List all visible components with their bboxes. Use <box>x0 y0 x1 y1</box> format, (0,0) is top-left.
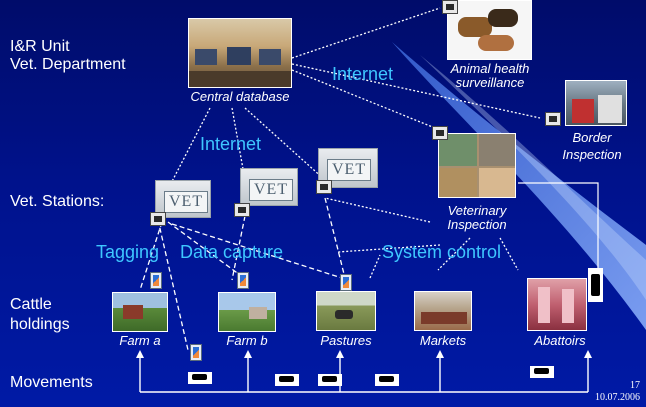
slide-date: 10.07.2006 <box>595 392 640 403</box>
vet-station-monitor-icon-1 <box>150 212 166 226</box>
tagging-label: Tagging <box>96 242 160 262</box>
border-caption-2: Inspection <box>562 147 622 162</box>
control-links <box>324 197 519 279</box>
vet-station-sign-2: VET <box>240 168 298 206</box>
abattoirs-caption: Abattoirs <box>534 333 586 348</box>
internet-label-top: Internet <box>332 64 394 84</box>
vet-department-label: Vet. Department <box>10 56 126 73</box>
farm-b-image <box>218 292 276 332</box>
vet-station-sign-text: VET <box>327 159 372 181</box>
cow-icon <box>318 374 342 386</box>
vet-station-monitor-icon-2 <box>234 203 250 217</box>
ear-tag-icon <box>340 274 352 291</box>
movement-arrowheads <box>136 350 592 358</box>
ear-tag-icon <box>150 272 162 289</box>
abattoirs-image <box>527 278 587 331</box>
border-caption-1: Border <box>572 130 612 145</box>
vet-station-sign-text: VET <box>164 191 209 213</box>
movements-label: Movements <box>10 374 93 391</box>
markets-caption: Markets <box>419 333 467 348</box>
vet-station-sign-text: VET <box>249 179 294 201</box>
system-control-label: System control <box>382 242 502 262</box>
animal-health-image <box>447 0 532 60</box>
vet-station-sign-1: VET <box>155 180 211 218</box>
vet-station-monitor-icon-3 <box>316 180 332 194</box>
page-number: 17 <box>630 380 640 391</box>
tagging-links <box>139 197 346 351</box>
border-monitor-icon <box>545 112 561 126</box>
cow-icon <box>530 366 554 378</box>
markets-image <box>414 291 472 331</box>
border-inspection-image <box>565 80 627 126</box>
animal-health-caption-2: surveillance <box>455 75 525 90</box>
holdings-label: holdings <box>10 316 70 333</box>
veterinary-caption-2: Inspection <box>447 217 507 232</box>
central-database-caption: Central database <box>190 89 290 104</box>
internet-label-mid: Internet <box>200 134 262 154</box>
farm-b-caption: Farm b <box>226 333 268 348</box>
farm-a-image <box>112 292 168 332</box>
ir-unit-label: I&R Unit <box>10 38 70 55</box>
cow-icon <box>375 374 399 386</box>
animal-health-monitor-icon <box>442 0 458 14</box>
animal-health-caption-1: Animal health <box>450 61 530 76</box>
data-capture-label: Data capture <box>180 242 284 262</box>
cow-tag-icon <box>588 268 603 302</box>
cattle-label: Cattle <box>10 296 52 313</box>
central-database-image <box>188 18 292 88</box>
veterinary-inspection-image <box>438 133 516 198</box>
veterinary-caption-1: Veterinary <box>447 203 507 218</box>
veterinary-monitor-icon <box>432 126 448 140</box>
movement-line <box>139 352 589 393</box>
pastures-image <box>316 291 376 331</box>
cow-icon <box>188 372 212 384</box>
ear-tag-icon <box>190 344 202 361</box>
vet-stations-label: Vet. Stations: <box>10 193 105 210</box>
farm-a-caption: Farm a <box>119 333 161 348</box>
ear-tag-icon <box>237 272 249 289</box>
pastures-caption: Pastures <box>320 333 372 348</box>
cow-icon <box>275 374 299 386</box>
